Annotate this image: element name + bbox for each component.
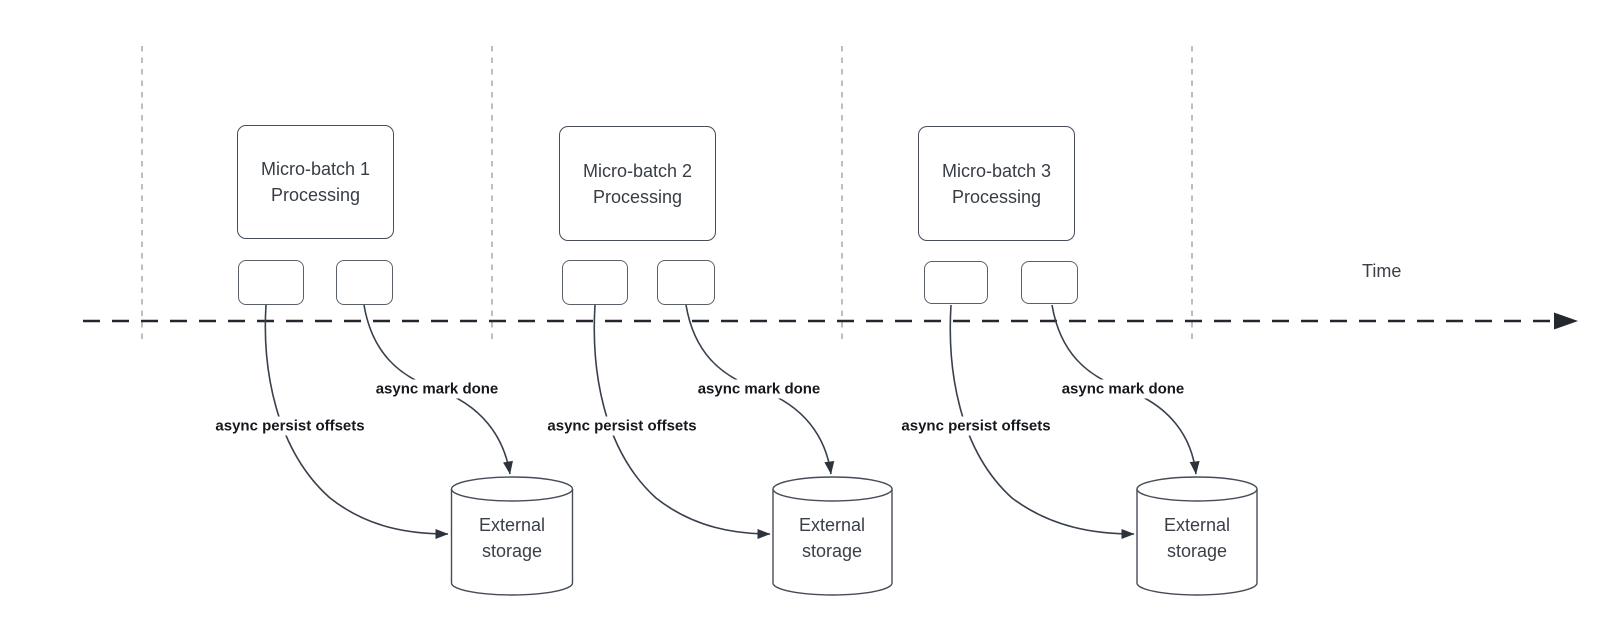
offset-stub-box-2 [562,260,628,305]
time-axis-arrowhead [1554,312,1578,330]
micro-batch-3-title: Micro-batch 3 Processing [941,160,1052,207]
mark-stub-box-1 [336,260,393,305]
mark-stub-box-2 [657,260,715,305]
micro-batch-3-box: Micro-batch 3 Processing [918,126,1075,241]
time-axis-label: Time [1362,261,1402,281]
persist-offsets-arrow-1 [264,304,449,539]
persist-offsets-label-3: async persist offsets [897,416,1055,436]
persist-offsets-label-2: async persist offsets [543,416,701,436]
micro-batch-2-box: Micro-batch 2 Processing [559,126,716,241]
micro-batch-1-title: Micro-batch 1 Processing [260,159,371,205]
external-storage-cylinder-2 [772,476,893,596]
mark-done-label-1: async mark done [371,379,503,399]
offset-stub-box-1 [238,260,304,305]
micro-batch-2-title: Micro-batch 2 Processing [582,160,693,207]
external-storage-label-3: External storage [1163,515,1231,561]
persist-offsets-arrow-2 [593,304,771,539]
micro-batch-1-box: Micro-batch 1 Processing [237,125,394,239]
mark-done-label-2: async mark done [693,379,825,399]
external-storage-cylinder-3 [1136,476,1258,596]
external-storage-label-1: External storage [478,515,546,561]
external-storage-cylinder-1 [450,476,574,596]
mark-stub-box-3 [1021,261,1078,304]
offset-stub-box-3 [924,261,988,304]
external-storage-label-2: External storage [798,515,866,561]
mark-done-label-3: async mark done [1057,379,1189,399]
persist-offsets-arrow-3 [949,304,1135,539]
persist-offsets-label-1: async persist offsets [211,416,369,436]
